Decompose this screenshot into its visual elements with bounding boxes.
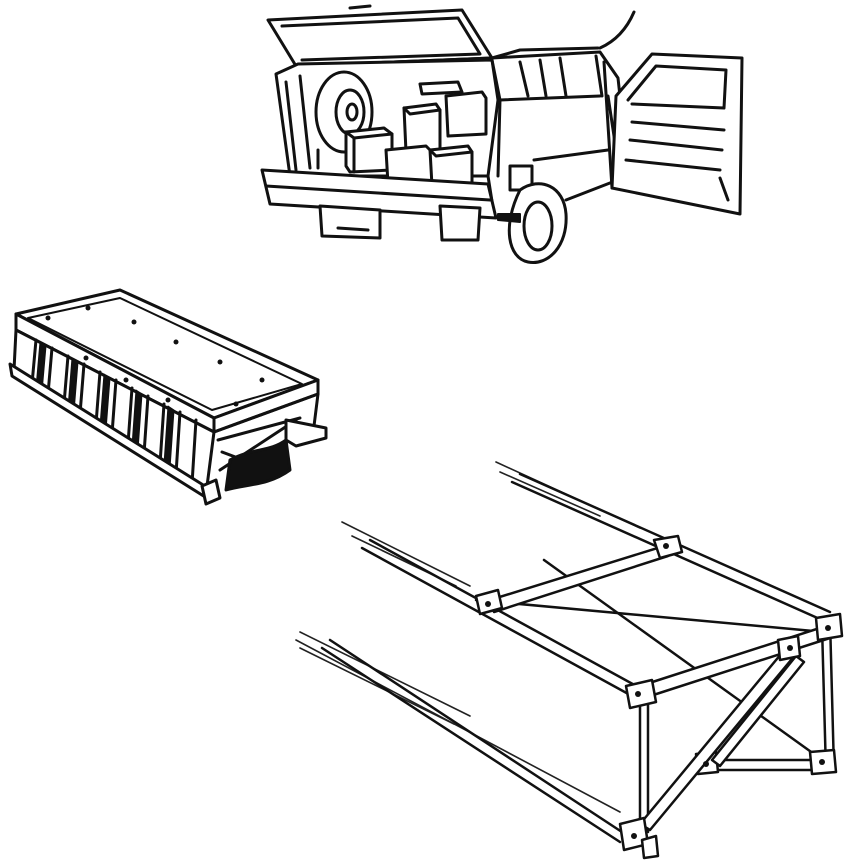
extended-truss-frame-icon <box>295 461 844 860</box>
open-hatchback-vehicle-icon <box>260 4 744 264</box>
bridge-deck-module-icon <box>8 288 328 506</box>
